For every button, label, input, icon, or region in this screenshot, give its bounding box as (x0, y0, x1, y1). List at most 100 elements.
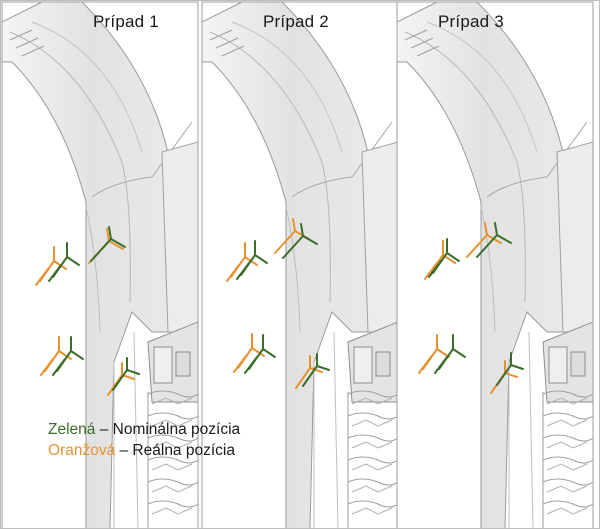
legend-row-nominal: Zelená – Nominálna pozícia (48, 419, 240, 440)
mesh-line (546, 419, 588, 427)
marker-nominal-stroke (476, 234, 498, 258)
bracket-slot (375, 351, 391, 377)
marker-actual (233, 333, 265, 373)
mesh-line (351, 419, 393, 427)
marker-nominal-stroke (108, 226, 112, 240)
marker-nominal (90, 226, 126, 262)
legend-row-actual: Oranžová – Reálna pozícia (48, 440, 240, 461)
side-panel (361, 141, 398, 333)
bracket-slot (175, 351, 191, 377)
lower-mesh (542, 390, 593, 528)
ridge-line (404, 31, 526, 303)
panel-border (1, 1, 199, 528)
mesh-line (347, 500, 398, 508)
marker-nominal-stroke (52, 358, 66, 376)
marker-nominal (236, 240, 268, 280)
mesh-line (151, 485, 193, 493)
case-title-3: Prípad 3 (438, 12, 504, 31)
marker-nominal-stroke (428, 260, 442, 278)
marker-actual-stroke (40, 358, 54, 376)
legend: Zelená – Nominálna pozícia Oranžová – Re… (48, 419, 240, 461)
marker-nominal (496, 352, 524, 386)
ridge-line (291, 121, 393, 198)
marker-nominal-stroke (316, 365, 330, 371)
bracket-slot (548, 346, 568, 384)
marker-actual-stroke (504, 372, 518, 378)
marker-nominal-stroke (48, 264, 62, 282)
mesh-line (147, 412, 198, 420)
marker-actual-stroke (251, 347, 265, 357)
marker-actual-stroke (226, 264, 240, 282)
case-title-2: Prípad 2 (263, 12, 329, 31)
side-panel (556, 141, 593, 333)
ridge-line (31, 21, 143, 153)
mesh-line (351, 507, 393, 515)
marker-nominal-stroke (452, 348, 466, 358)
bracket-slot (153, 346, 173, 384)
bracket-slot (570, 351, 586, 377)
mesh-line (147, 390, 198, 398)
mesh-line (542, 390, 593, 398)
marker-actual-stroke (424, 262, 438, 280)
mesh-line (351, 397, 393, 405)
mesh-line (347, 434, 398, 442)
mesh-line (147, 456, 198, 464)
marker-nominal (244, 334, 276, 374)
mesh-line (151, 507, 193, 515)
marker-actual-stroke (292, 218, 296, 232)
panel-1 (1, 1, 199, 528)
marker-actual (295, 355, 323, 389)
mesh-frame (347, 392, 398, 528)
hatch-marks (9, 29, 45, 57)
mesh-line (546, 507, 588, 515)
mesh-frame (542, 392, 593, 528)
bracket-slot (353, 346, 373, 384)
mesh-line (151, 463, 193, 471)
mesh-line (347, 412, 398, 420)
marker-nominal-stroke (236, 262, 250, 280)
marker-actual-stroke (58, 350, 72, 360)
ridge-line (426, 21, 538, 153)
vertical-line (508, 331, 534, 528)
marker-nominal-stroke (112, 369, 128, 391)
marker-nominal-stroke (254, 254, 268, 264)
marker-actual-stroke (108, 240, 124, 250)
panel-content (202, 2, 398, 528)
marker-nominal-stroke (494, 222, 498, 236)
mesh-line (147, 434, 198, 442)
marker-nominal-stroke (302, 235, 318, 245)
legend-green-word: Zelená (48, 421, 96, 438)
legend-green-text: – Nominálna pozícia (95, 421, 241, 438)
marker-nominal-stroke (244, 356, 258, 374)
mesh-line (147, 478, 198, 486)
ridge-line (486, 121, 588, 198)
marker-actual-stroke (35, 268, 49, 286)
hatch-marks (404, 29, 440, 57)
legend-orange-word: Oranžová (48, 442, 116, 459)
marker-nominal-stroke (126, 369, 140, 375)
marker-nominal-stroke (302, 365, 318, 387)
marker-nominal-stroke (70, 350, 84, 360)
mesh-line (542, 456, 593, 464)
hatch-marks (209, 29, 245, 57)
panel-3 (396, 1, 594, 528)
ridge-line (231, 21, 343, 153)
marker-nominal-stroke (262, 348, 276, 358)
mesh-line (542, 478, 593, 486)
marker-nominal-stroke (110, 238, 126, 248)
mesh-line (151, 419, 193, 427)
marker-actual-stroke (295, 367, 311, 389)
ridge-line (85, 206, 101, 333)
mesh-line (347, 390, 398, 398)
marker-actual-stroke (274, 230, 296, 254)
mesh-line (546, 463, 588, 471)
marker-nominal-stroke (282, 235, 304, 259)
marker-nominal (48, 242, 80, 282)
ridge-line (285, 206, 301, 333)
marker-nominal (476, 222, 512, 258)
marker-nominal (282, 223, 318, 259)
ridge-line (9, 31, 131, 303)
marker-nominal-stroke (90, 238, 112, 262)
